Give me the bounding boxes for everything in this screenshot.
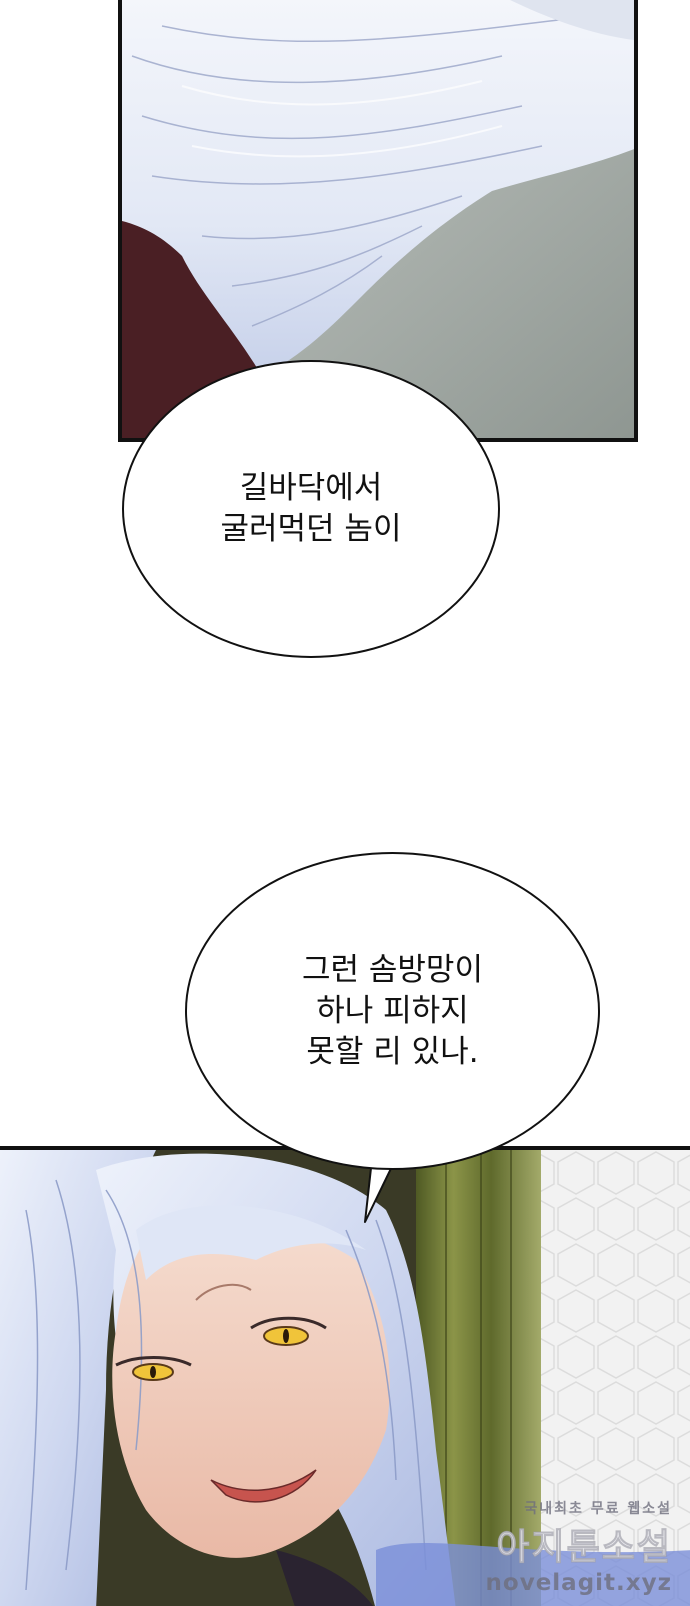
watermark: 국내최초 무료 웹소설 아지툰소설 novelagit.xyz [486, 1498, 672, 1596]
watermark-url: novelagit.xyz [485, 1570, 672, 1596]
panel-top-illustration [122, 0, 634, 438]
speech-bubble-2-text: 그런 솜방망이 하나 피하지 못할 리 있나. [302, 950, 483, 1073]
watermark-logo-text: 아지툰소설 [496, 1527, 672, 1569]
speech-line: 길바닥에서 [239, 470, 383, 506]
speech-bubble-2: 그런 솜방망이 하나 피하지 못할 리 있나. [185, 852, 600, 1170]
speech-line: 못할 리 있나. [306, 1033, 479, 1070]
comic-panel-top [118, 0, 638, 442]
speech-bubble-1: 길바닥에서 굴러먹던 놈이 [122, 360, 500, 658]
speech-line: 굴러먹던 놈이 [220, 511, 402, 547]
comic-panel-bottom: 국내최초 무료 웹소설 아지툰소설 novelagit.xyz [0, 1146, 690, 1606]
panel-bottom-illustration [0, 1150, 690, 1606]
watermark-tagline: 국내최초 무료 웹소설 [524, 1501, 672, 1517]
speech-line: 하나 피하지 [316, 992, 469, 1029]
speech-bubble-1-text: 길바닥에서 굴러먹던 놈이 [221, 468, 402, 550]
speech-line: 그런 솜방망이 [302, 951, 483, 988]
